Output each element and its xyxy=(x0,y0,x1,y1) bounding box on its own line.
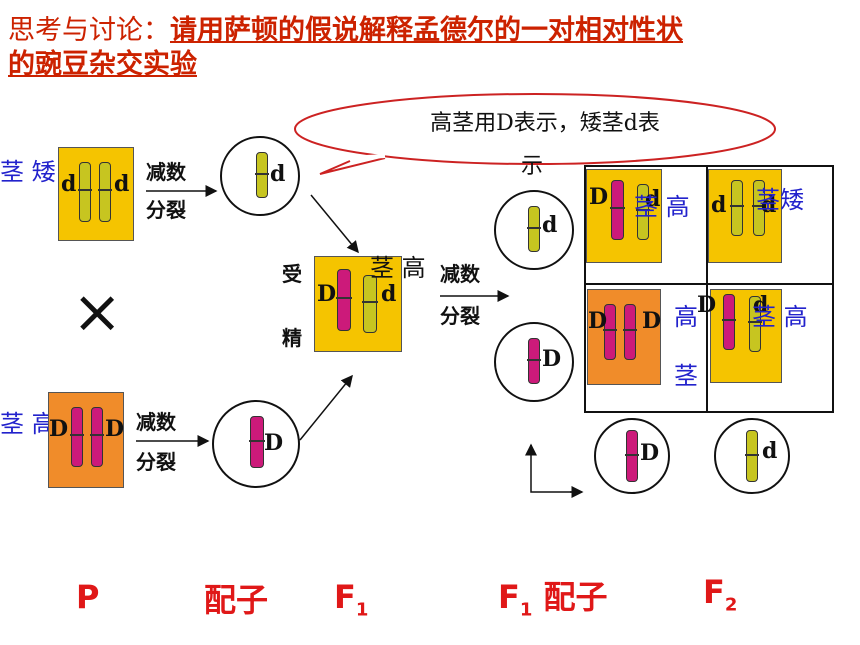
meiosis-label-bottom-1: 减数 xyxy=(136,410,176,434)
allele-label: D xyxy=(105,416,125,442)
f2-gamete-circle-D: D xyxy=(594,418,670,494)
chromosome-d xyxy=(78,162,92,222)
f2-cell-dd: d d xyxy=(708,169,782,263)
allele-label: D xyxy=(317,281,337,307)
f2-cell-4-trait: 茎 高 xyxy=(752,303,808,331)
f2-grid-divider-v xyxy=(706,165,708,411)
cross-symbol: × xyxy=(72,277,123,347)
f2-cell-3-trait-2: 茎 xyxy=(674,362,698,390)
gen-f1g-letter: F xyxy=(498,578,520,616)
chromosome-d xyxy=(745,430,759,482)
title-question-line1: 请用萨顿的假说解释孟德尔的一对相对性状 xyxy=(170,15,683,46)
allele-label: D xyxy=(697,292,717,318)
chromosome-D xyxy=(623,304,637,360)
allele-label: d xyxy=(711,192,727,218)
allele-label: d xyxy=(542,212,558,238)
gen-f2-letter: F xyxy=(703,573,725,611)
allele-label: d xyxy=(114,171,130,197)
f2-cell-DD: D D xyxy=(587,289,661,385)
chromosome-d xyxy=(362,275,378,333)
gen-label-f1: F1 xyxy=(334,579,368,628)
chromosome-D xyxy=(90,407,104,467)
fertilization-label-2: 精 xyxy=(282,326,302,350)
gen-label-p: P xyxy=(76,578,100,616)
allele-label: d xyxy=(381,281,397,307)
meiosis-label-bottom-2: 分裂 xyxy=(136,450,176,474)
allele-label: D xyxy=(640,440,660,466)
allele-label: D xyxy=(542,346,562,372)
page-title: 思考与讨论：请用萨顿的假说解释孟德尔的一对相对性状 的豌豆杂交实验 xyxy=(8,14,858,82)
title-question-line2: 的豌豆杂交实验 xyxy=(8,49,197,80)
gen-f1g-word: 配子 xyxy=(543,578,608,616)
f2-cell-3-trait: 高 xyxy=(674,303,698,331)
parent-tall-cell: D D xyxy=(48,392,124,488)
f1-cell: D d xyxy=(314,256,402,352)
fertilization-label-1: 受 xyxy=(282,262,302,286)
callout-text: 高茎用D表示，矮茎d表 xyxy=(380,110,710,138)
chromosome-D xyxy=(603,304,617,360)
f1-gamete-circle-D: D xyxy=(494,322,574,402)
gen-f1g-sub: 1 xyxy=(519,599,533,621)
callout-line1: 高茎用D表示，矮茎d表 xyxy=(430,111,660,136)
allele-label: D xyxy=(264,430,284,456)
gen-label-f1-gametes: F1 配子 xyxy=(498,579,608,628)
callout-bubble xyxy=(294,93,776,175)
f2-grid-divider-h xyxy=(584,283,832,285)
allele-label: D xyxy=(589,184,609,210)
allele-label: d xyxy=(61,171,77,197)
allele-label: d xyxy=(645,186,661,212)
chromosome-D xyxy=(249,416,265,468)
gen-f2-sub: 2 xyxy=(724,594,738,616)
gen-label-gametes: 配子 xyxy=(204,581,269,619)
parent-tall-label: 茎 高 xyxy=(0,410,56,438)
meiosis-label-top-2: 分裂 xyxy=(146,198,186,222)
allele-label: D xyxy=(588,308,608,334)
allele-label: d xyxy=(762,438,778,464)
f2-cell-Dd-2: D d xyxy=(697,289,782,383)
gen-f1-letter: F xyxy=(334,578,356,616)
f2-cell-2-trait: 茎矮 xyxy=(756,186,804,214)
chromosome-d xyxy=(98,162,112,222)
parent-short-cell: d d xyxy=(58,147,134,241)
chromosome-d xyxy=(527,206,541,252)
chromosome-d xyxy=(730,180,744,236)
allele-label: D xyxy=(642,308,662,334)
chromosome-d xyxy=(636,184,650,240)
allele-label: d xyxy=(753,292,769,318)
chromosome-D xyxy=(625,430,639,482)
title-lead: 思考与讨论： xyxy=(8,15,170,46)
gen-label-f2: F2 xyxy=(703,574,737,623)
meiosis-label-f1-2: 分裂 xyxy=(440,304,480,328)
gamete-circle-d: d xyxy=(220,136,300,216)
gamete-circle-D: D xyxy=(212,400,300,488)
chromosome-d xyxy=(748,296,762,352)
f1-gamete-circle-d: d xyxy=(494,190,574,270)
chromosome-D xyxy=(527,338,541,384)
chromosome-d xyxy=(255,152,269,198)
f1-trait-label: 茎 高 xyxy=(370,254,426,282)
parent-short-label: 茎 矮 xyxy=(0,158,56,186)
chromosome-d xyxy=(752,180,766,236)
allele-label: d xyxy=(270,161,286,187)
allele-label: D xyxy=(49,416,69,442)
allele-label: d xyxy=(761,192,777,218)
meiosis-label-top-1: 减数 xyxy=(146,160,186,184)
f2-cell-Dd-1: D d xyxy=(586,169,662,263)
chromosome-D xyxy=(70,407,84,467)
chromosome-D xyxy=(722,294,736,350)
f2-gamete-circle-d: d xyxy=(714,418,790,494)
f2-cell-1-trait: 茎 高 xyxy=(634,193,690,221)
gen-f1-sub: 1 xyxy=(355,599,369,621)
meiosis-label-f1-1: 减数 xyxy=(440,262,480,286)
chromosome-D xyxy=(610,180,625,240)
callout-text-line2: 示 xyxy=(521,154,544,179)
chromosome-D xyxy=(336,269,352,331)
